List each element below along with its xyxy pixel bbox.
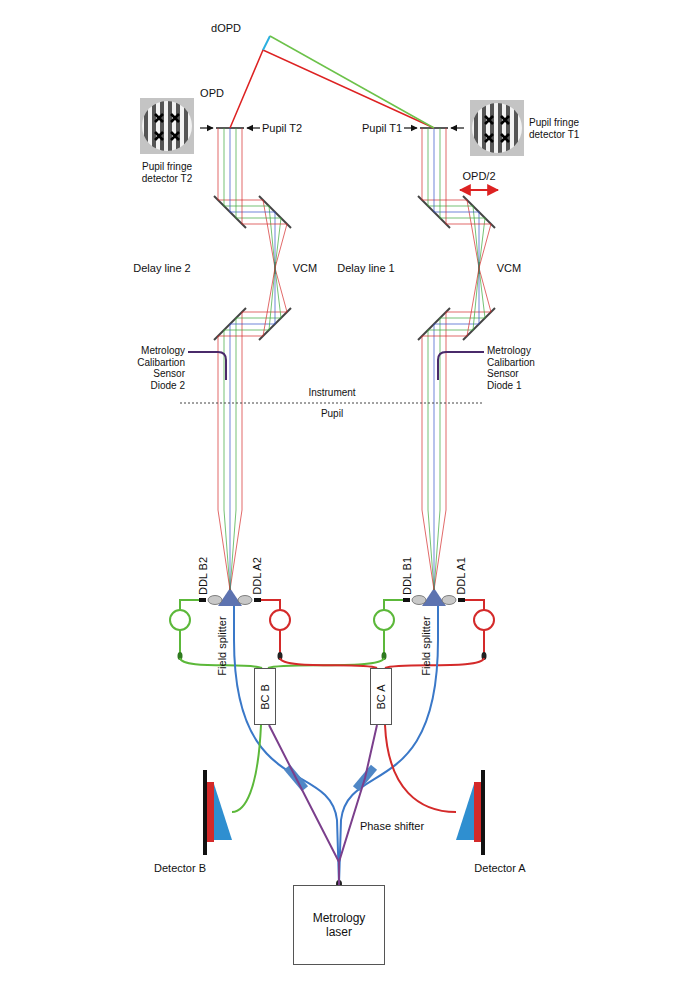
part-label: Metrology Calibartion Sensor Diode 1 (487, 345, 541, 391)
fibers-part (339, 606, 438, 884)
part-label: Metrology Calibartion Sensor Diode 2 (131, 345, 185, 391)
beam-ray (428, 128, 485, 590)
part-label: Pupil fringe detector T2 (139, 161, 195, 184)
opd-lines-part (263, 36, 270, 50)
light-beams (218, 128, 491, 590)
detectors-part (474, 782, 481, 842)
fibers-part (280, 658, 377, 668)
detectors-part (456, 784, 474, 840)
detectors-part (203, 770, 207, 855)
fibers-part (385, 725, 456, 812)
calibration-diode-leads (188, 352, 484, 380)
beam-ray (218, 128, 287, 590)
beam-ray (224, 128, 281, 590)
beam-ray (428, 128, 485, 590)
metrology-beam (339, 725, 377, 885)
part-label: dOPD (211, 22, 241, 35)
beam-combiner-box: BC A (370, 668, 392, 725)
calibration-diode-leads-part (188, 352, 226, 380)
part-label: OPD (200, 87, 224, 100)
calibration-diode-leads-part (438, 352, 484, 380)
opd-lines-part (270, 36, 434, 128)
part-label: DDL B2 (197, 557, 210, 595)
part-label: DDL A1 (455, 557, 468, 595)
node-text: BC B (259, 684, 271, 710)
part-label: DDL A2 (251, 557, 264, 595)
node-text: BC A (375, 684, 387, 709)
telescope-1 (374, 128, 495, 660)
telescope-1-part (374, 128, 495, 660)
beam-ray (230, 128, 275, 590)
part-label: Pupil T2 (262, 122, 302, 135)
part-label: Detector A (474, 862, 525, 875)
part-label: VCM (293, 262, 317, 275)
part-label: Field splitter (420, 616, 433, 675)
part-label: VCM (497, 262, 521, 275)
metrology-beam (269, 725, 339, 885)
beam-combiner-box: BC B (254, 668, 276, 725)
beam-ray (224, 128, 281, 590)
fringe-images (140, 98, 524, 156)
part-label: Delay line 1 (337, 262, 394, 275)
fringe-images-part (140, 98, 194, 154)
detectors (203, 770, 485, 855)
telescope-2-part (170, 128, 291, 660)
telescope-2 (170, 128, 291, 660)
fibers (180, 606, 484, 884)
laser-box: Metrology laser (293, 885, 385, 965)
part-label: OPD/2 (462, 170, 495, 183)
opd-lines-part (230, 50, 434, 128)
beam-ray (218, 128, 287, 590)
part-label: Pupil fringe detector T1 (529, 117, 585, 140)
detectors-part (207, 782, 214, 842)
beam-ray (422, 128, 491, 590)
part-label: Field splitter (216, 616, 229, 675)
part-label: Detector B (154, 862, 206, 875)
part-label: Pupil (321, 408, 343, 420)
fibers-part (385, 658, 484, 668)
part-label: Delay line 2 (133, 262, 190, 275)
node-text: Metrology laser (303, 911, 375, 939)
part-label: DDL B1 (401, 557, 414, 595)
instrument-pupil-line (180, 403, 484, 404)
part-label: Phase shifter (360, 820, 424, 833)
beam-ray (434, 128, 479, 590)
opd-half-arrow (460, 189, 498, 191)
detectors-part (481, 770, 485, 855)
opd-lines (230, 36, 434, 128)
fibers-part (234, 606, 339, 884)
part-label: Instrument (308, 387, 355, 399)
fringe-images-part (470, 100, 524, 156)
beam-ray (422, 128, 491, 590)
part-label: Pupil T1 (362, 122, 402, 135)
fibers-part (268, 658, 384, 668)
fibers-part (232, 725, 261, 812)
detectors-part (214, 784, 232, 840)
